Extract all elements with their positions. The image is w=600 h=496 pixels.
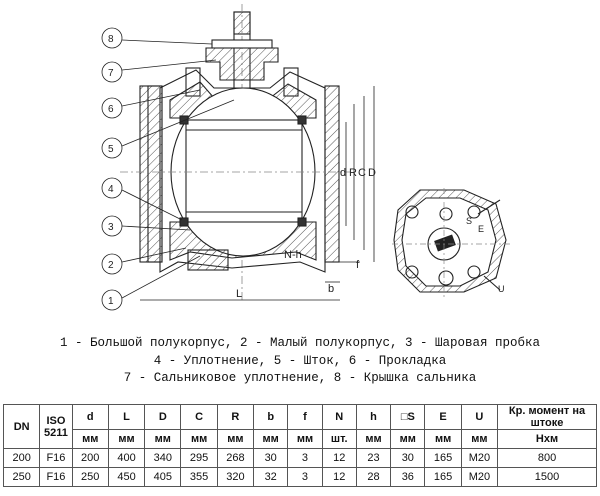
callout-8: 8: [101, 27, 213, 49]
callout-2: 2: [101, 247, 187, 275]
col-iso: ISO 5211: [39, 404, 73, 449]
col-d: d: [71, 404, 109, 430]
dim-b: b: [328, 283, 334, 295]
callout-6: 6: [101, 89, 201, 119]
caption-line-2: 4 - Уплотнение, 5 - Шток, 6 - Прокладка: [153, 354, 447, 368]
dim-L: L: [236, 288, 242, 300]
callout-1: 1: [101, 255, 201, 311]
dim-f: f: [356, 259, 360, 271]
valve-section-view: [120, 4, 350, 300]
col-N: N: [321, 404, 357, 430]
caption-line-1: 1 - Большой полукорпус, 2 - Малый полуко…: [59, 336, 541, 350]
valve-top-view: [392, 188, 510, 300]
col-b: b: [253, 404, 289, 430]
callouts: 8 7 6 5 4 3 2 1: [101, 27, 235, 311]
spec-table: DN ISO 5211 d L D C R b f N h □S E U Кр.…: [2, 404, 597, 487]
svg-text:6: 6: [108, 104, 114, 115]
col-torque: Кр. момент на штоке: [497, 404, 597, 430]
col-h: h: [355, 404, 392, 430]
svg-text:1: 1: [108, 296, 114, 307]
dim-E: E: [478, 224, 484, 234]
col-R: R: [216, 404, 255, 430]
dim-R: R: [349, 167, 357, 179]
dim-S: S: [466, 216, 472, 226]
dimension-labels: d R C D L b f N-h: [236, 167, 376, 300]
svg-text:5: 5: [108, 144, 114, 155]
col-S: □S: [390, 404, 426, 430]
dim-D: D: [368, 167, 376, 179]
dimension-lines: [140, 86, 375, 301]
svg-text:7: 7: [108, 68, 114, 79]
dim-d: d: [340, 167, 346, 179]
svg-text:8: 8: [108, 34, 114, 45]
callout-7: 7: [101, 59, 217, 83]
col-D: D: [144, 404, 182, 430]
callout-4: 4: [101, 177, 183, 221]
caption-line-3: 7 - Сальниковое уплотнение, 8 - Крышка с…: [123, 371, 477, 385]
dim-Nh: N-h: [284, 249, 302, 261]
col-E: E: [424, 404, 462, 430]
svg-text:3: 3: [108, 222, 114, 233]
col-U: U: [460, 404, 499, 430]
valve-technical-drawing: d R C D L b f N-h 8 7 6 5 4 3 2 1 S: [101, 4, 510, 311]
top-view-labels: S E U: [466, 216, 505, 294]
table-header-row: DN ISO 5211 d L D C R b f N h □S E U Кр.…: [2, 404, 597, 449]
col-dn: DN: [2, 404, 41, 449]
callout-3: 3: [101, 215, 191, 237]
col-L: L: [107, 404, 146, 430]
dim-U: U: [498, 284, 505, 294]
svg-text:4: 4: [108, 184, 114, 195]
col-f: f: [287, 404, 323, 430]
dim-C: C: [358, 167, 366, 179]
svg-text:2: 2: [108, 260, 114, 271]
callout-5: 5: [101, 99, 235, 159]
col-C: C: [180, 404, 218, 430]
